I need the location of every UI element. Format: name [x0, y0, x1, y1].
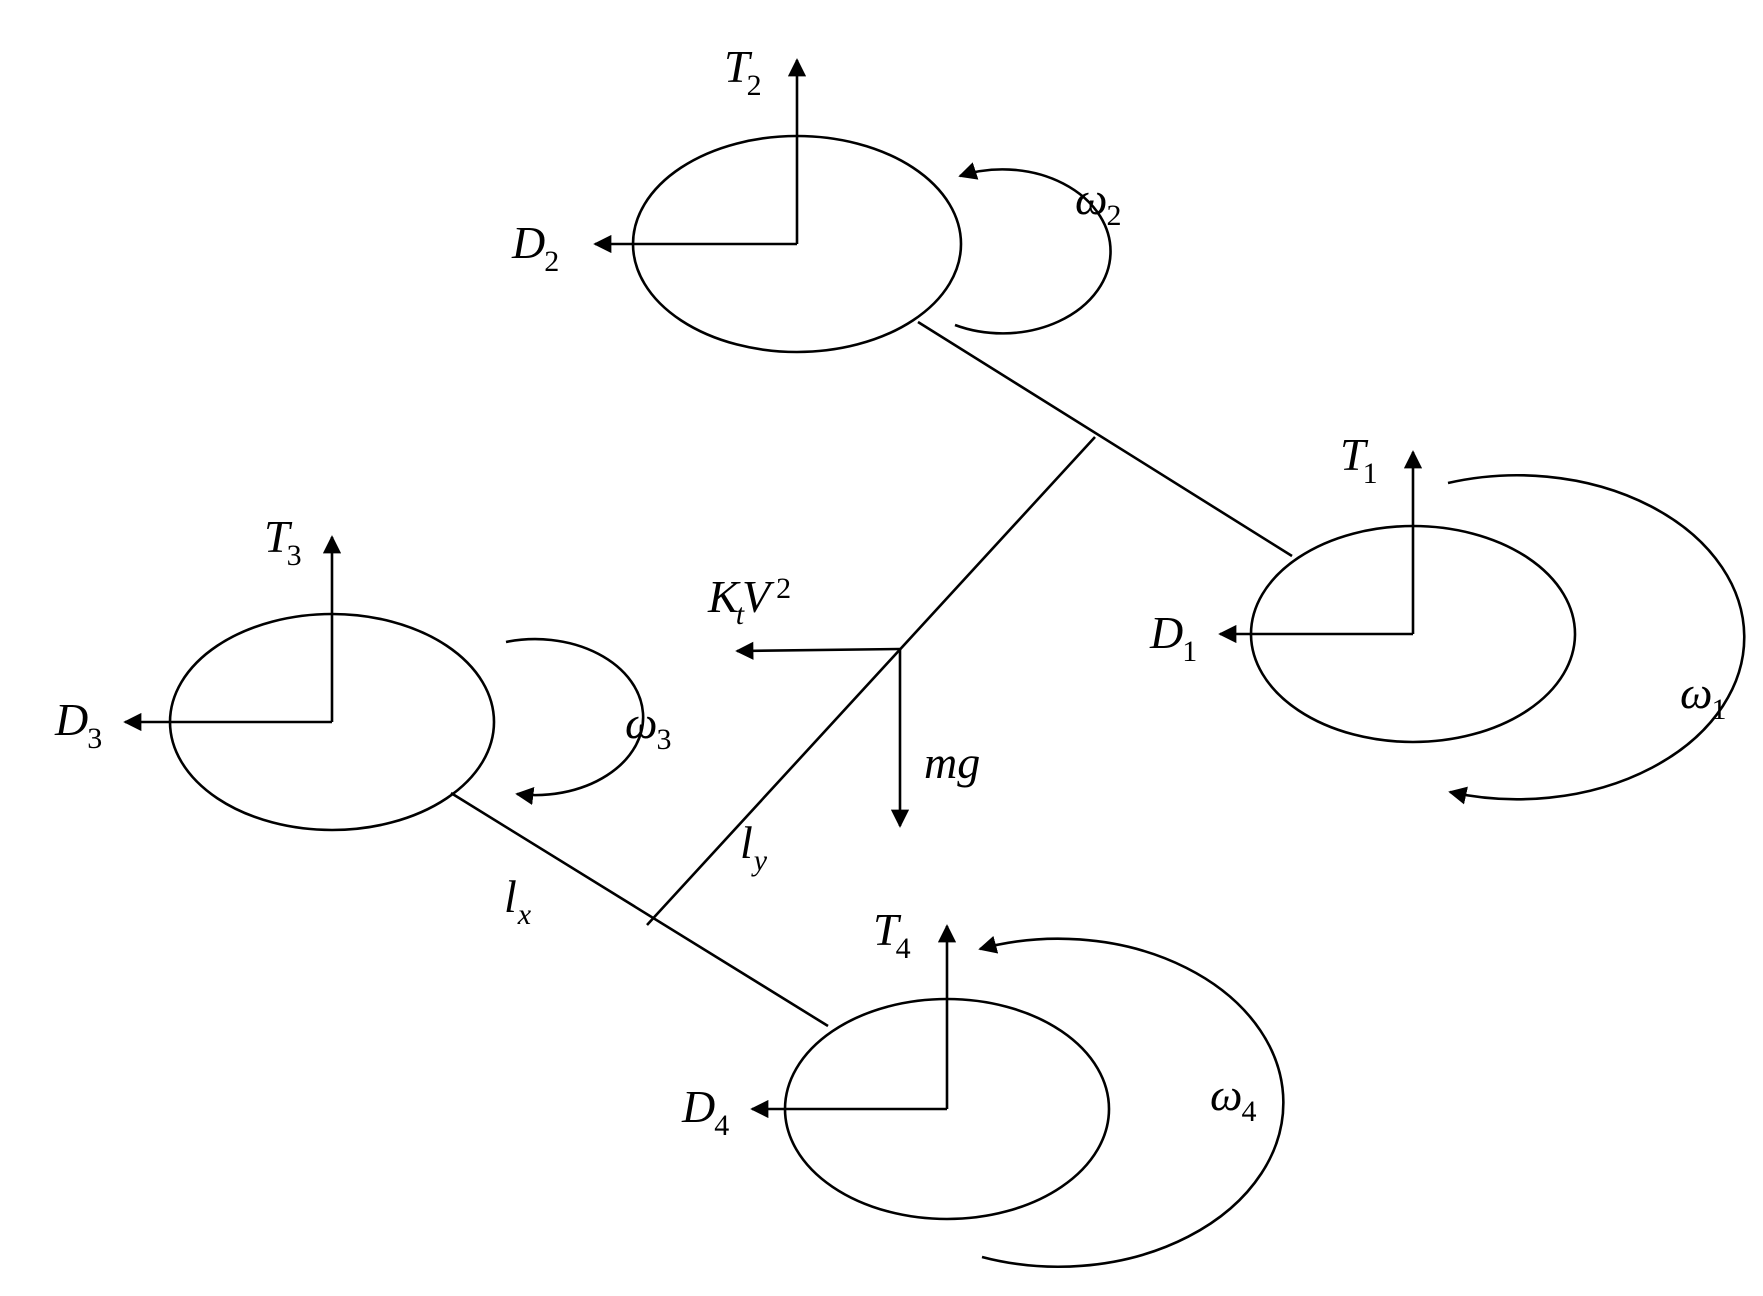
rotor-2-spin-arrow — [954, 162, 1112, 335]
arm-length-y-label: ly — [740, 817, 768, 877]
rotor-1-spin-arrow — [1447, 474, 1746, 805]
rotor-4 — [750, 924, 1285, 1269]
rotor-1 — [1218, 450, 1746, 805]
rotor-4-spin-arrow — [978, 935, 1285, 1269]
rotor-3 — [123, 535, 645, 832]
arm-rotor3-rotor4 — [450, 791, 829, 1028]
rotor-2-drag-label: D2 — [511, 217, 559, 278]
rotor-3-drag-label: D3 — [54, 694, 102, 755]
rotor-3-spin-arrow — [505, 637, 645, 806]
rotor-2-thrust-label: T2 — [724, 41, 762, 102]
rotor-4-thrust-label: T4 — [873, 904, 911, 965]
rotor-4-drag-label: D4 — [681, 1081, 729, 1142]
center-beam — [646, 436, 1096, 926]
rotor-3-spin-label: ω3 — [625, 697, 671, 756]
weight-label: mg — [924, 737, 980, 788]
rotor-4-spin-label: ω4 — [1210, 1069, 1256, 1128]
frame — [450, 320, 1293, 1028]
rotor-2 — [593, 58, 1112, 354]
rotor-1-thrust-label: T1 — [1340, 429, 1378, 490]
rotor-3-thrust-label: T3 — [264, 511, 302, 572]
arm-length-x-label: lx — [504, 871, 532, 931]
arm-rotor2-rotor1 — [917, 320, 1293, 558]
rotor-1-spin-label: ω1 — [1680, 667, 1726, 726]
rotor-1-drag-label: D1 — [1149, 607, 1197, 668]
aero-drag-arrow — [735, 641, 901, 660]
center-forces — [735, 641, 910, 828]
rotor-2-spin-label: ω2 — [1075, 173, 1121, 232]
